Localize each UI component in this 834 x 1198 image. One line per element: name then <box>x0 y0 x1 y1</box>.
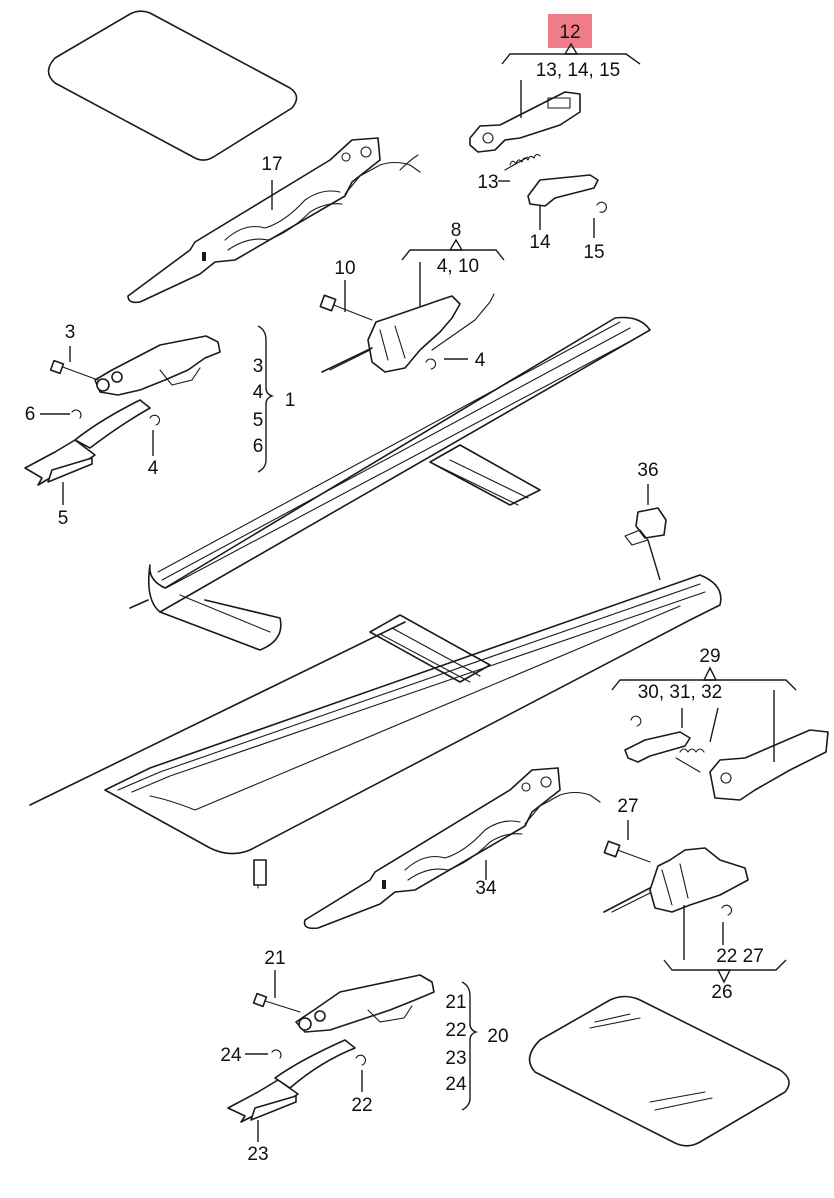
guide-rail-34 <box>303 767 601 930</box>
group20-item-23: 23 <box>445 1048 466 1069</box>
label-26-sub: 22 27 <box>716 946 764 967</box>
group1-item-4: 4 <box>253 382 264 403</box>
label-13: 13 <box>477 172 498 193</box>
label-34: 34 <box>475 878 497 899</box>
hinge-assembly-26 <box>603 840 749 916</box>
label-20: 20 <box>487 1026 508 1047</box>
label-22: 22 <box>351 1095 372 1116</box>
group1-item-3: 3 <box>253 356 264 377</box>
label-15: 15 <box>583 242 604 263</box>
label-12-sub: 13, 14, 15 <box>536 60 621 81</box>
label-26: 26 <box>711 982 732 1003</box>
roof-frame <box>29 316 722 889</box>
label-24: 24 <box>220 1045 242 1066</box>
label-27: 27 <box>617 796 638 817</box>
label-4-hinge1: 4 <box>148 458 159 479</box>
label-23: 23 <box>247 1144 268 1165</box>
label-21: 21 <box>264 948 285 969</box>
part-36 <box>624 507 667 546</box>
label-1: 1 <box>285 390 296 411</box>
label-3: 3 <box>65 322 76 343</box>
guide-rail-17 <box>127 137 421 304</box>
group1-item-6: 6 <box>253 436 264 457</box>
group20-item-22: 22 <box>445 1020 466 1041</box>
label-14: 14 <box>529 232 551 253</box>
glass-panel-top <box>47 10 298 161</box>
group20-item-21: 21 <box>445 992 466 1013</box>
label-10: 10 <box>334 258 355 279</box>
hinge-assembly-20 <box>227 974 479 1123</box>
hinge-assembly-1 <box>24 325 275 486</box>
glass-panel-bottom <box>528 995 790 1147</box>
label-6: 6 <box>25 404 36 425</box>
label-36: 36 <box>637 460 658 481</box>
hinge-assembly-8 <box>319 293 495 373</box>
label-8: 8 <box>451 220 462 241</box>
label-4-hinge8: 4 <box>475 350 486 371</box>
label-8-sub: 4, 10 <box>437 256 479 277</box>
assembly-12 <box>469 91 607 213</box>
label-29: 29 <box>699 646 720 667</box>
group20-item-24: 24 <box>445 1074 467 1095</box>
label-5: 5 <box>58 508 69 529</box>
label-12: 12 <box>559 22 580 43</box>
label-17: 17 <box>261 154 282 175</box>
highlight-box-12 <box>548 14 592 48</box>
assembly-29 <box>624 715 829 801</box>
group1-item-5: 5 <box>253 410 264 431</box>
label-29-sub: 30, 31, 32 <box>638 682 723 703</box>
